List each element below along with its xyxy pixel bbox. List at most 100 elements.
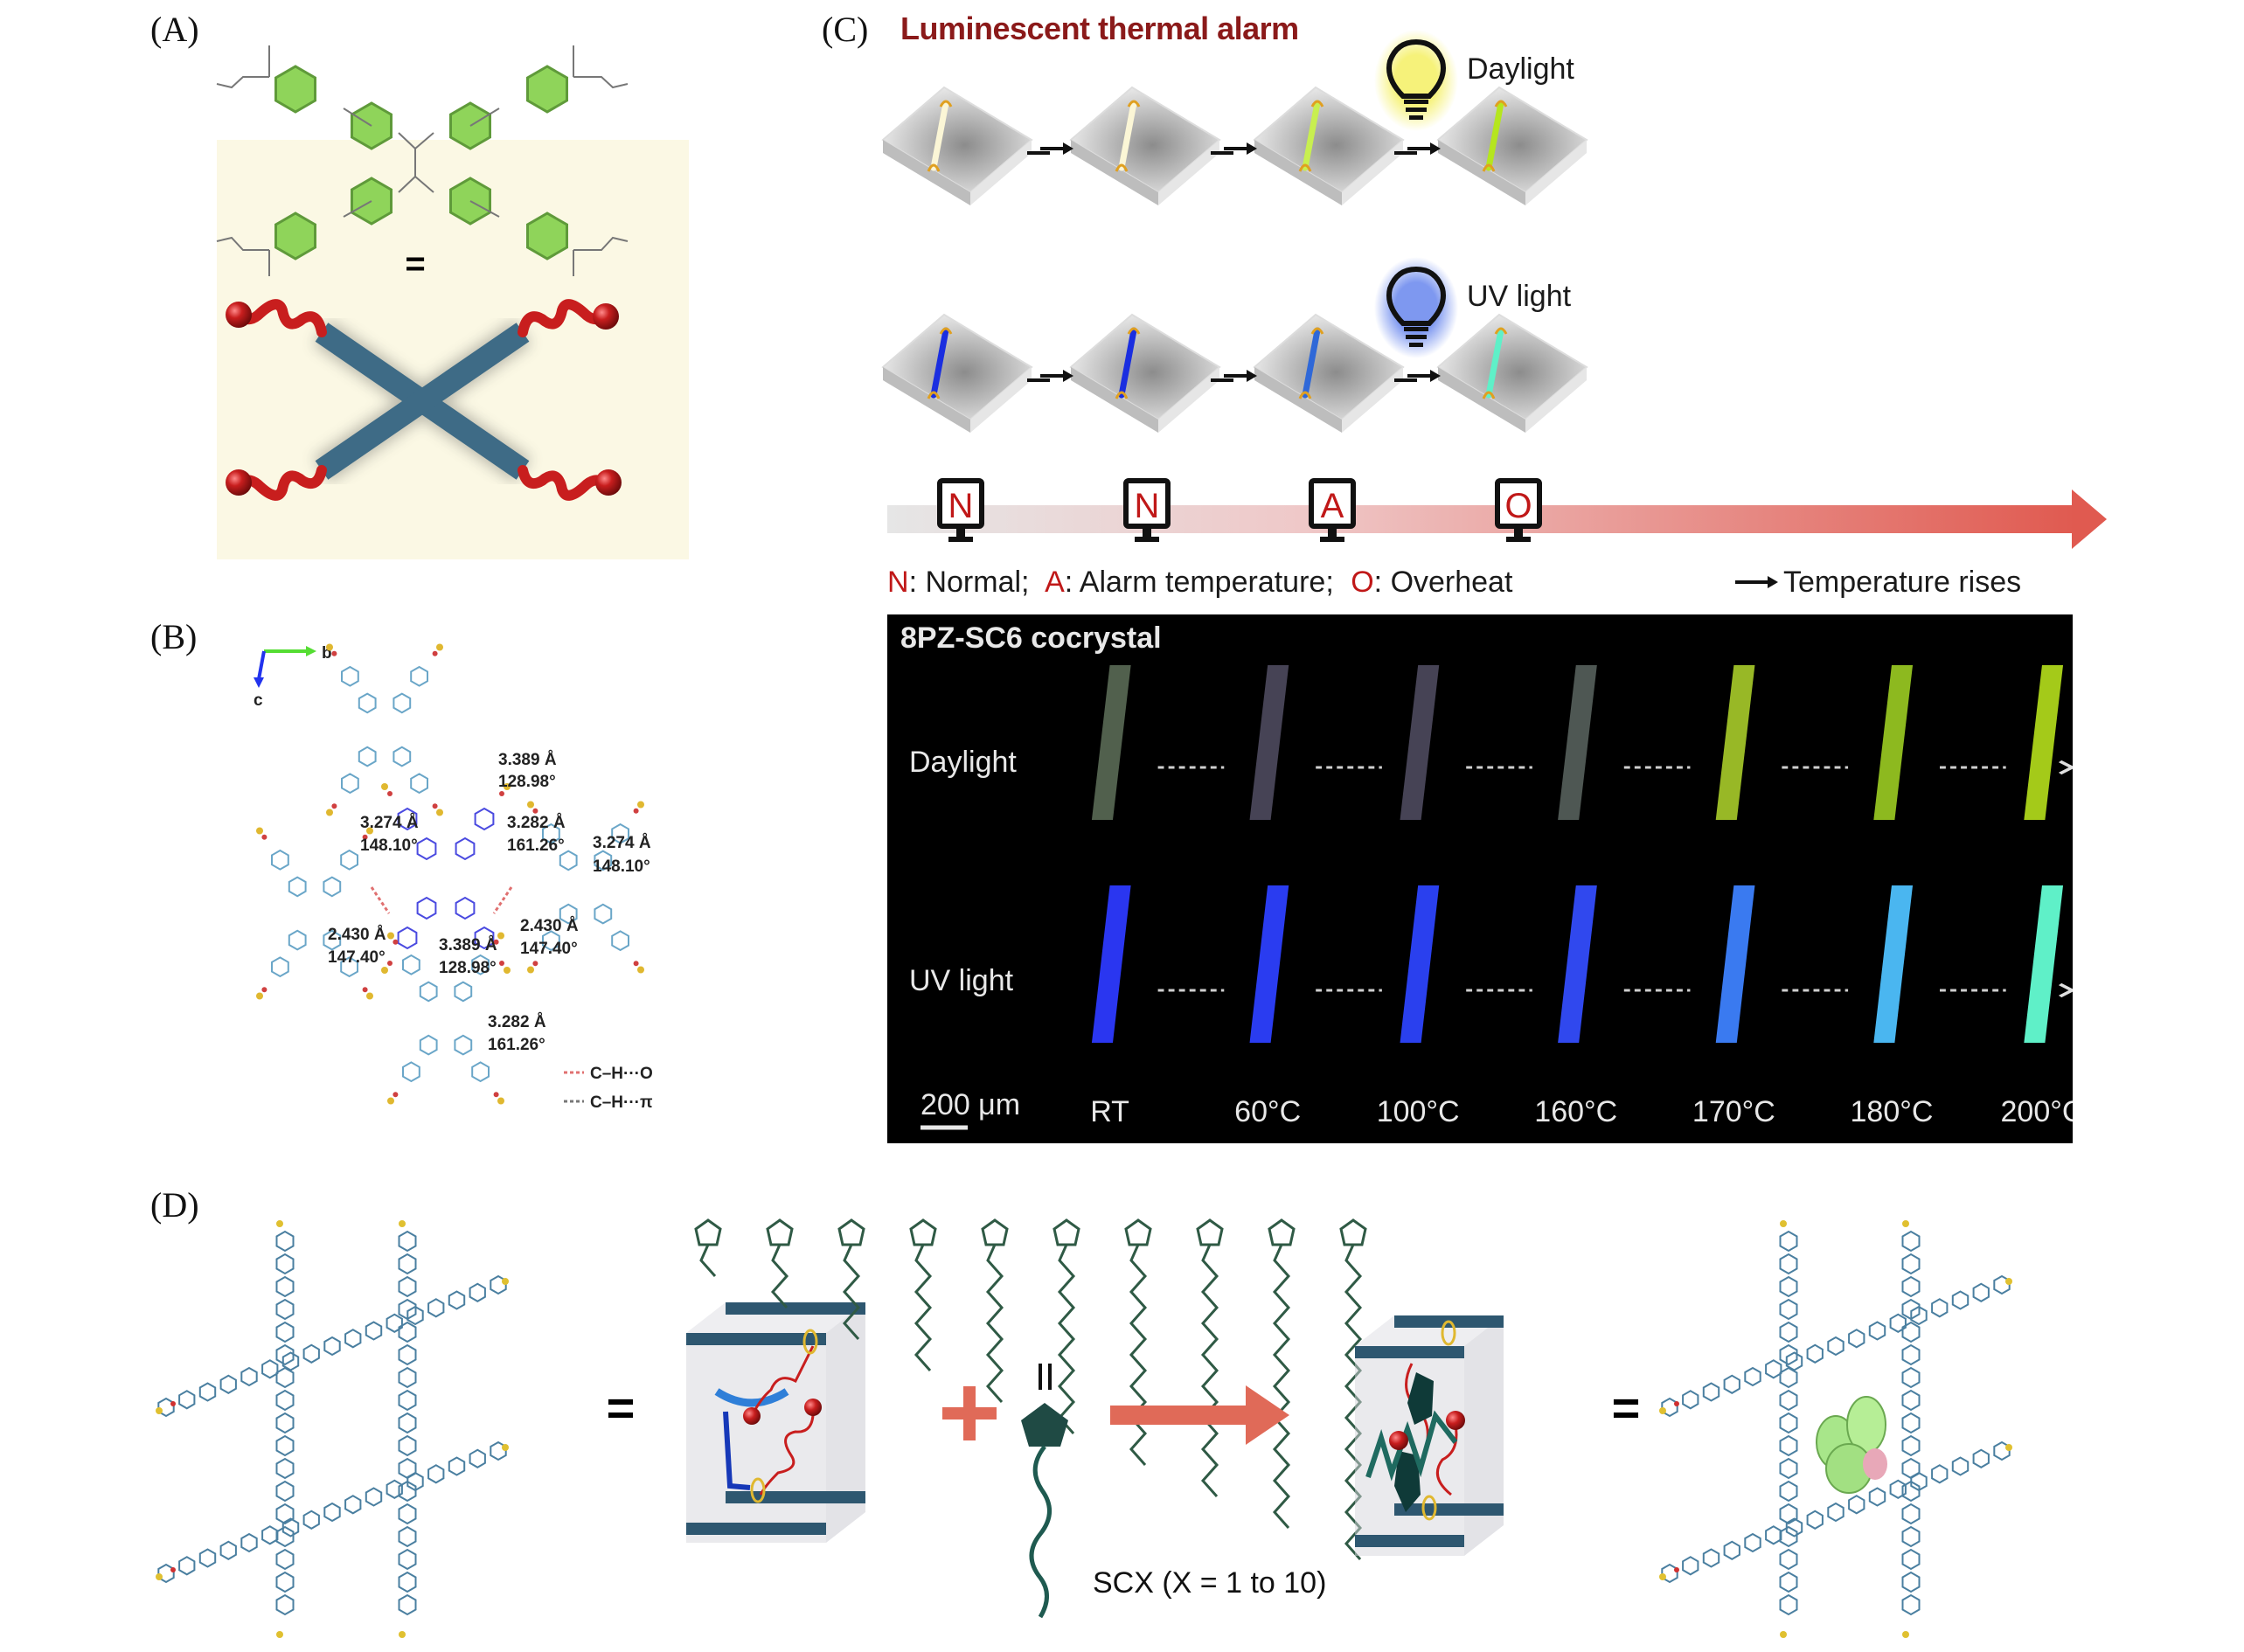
framework-ring [302, 1343, 320, 1364]
ring [611, 823, 629, 844]
framework-ring [1779, 1457, 1798, 1480]
framework-ring [1682, 1390, 1699, 1410]
framework-ring [240, 1366, 258, 1387]
crystal-rod [1485, 327, 1504, 399]
monitor-icon: O [1495, 478, 1542, 542]
thiophene-ring [981, 1218, 1009, 1246]
framework-ring [1901, 1457, 1921, 1480]
alkyl-chains [236, 299, 608, 501]
thermometer-device [1253, 313, 1405, 433]
benzene-ring [526, 65, 568, 114]
oxygen-atom [393, 939, 399, 945]
status-legend: N: Normal; A: Alarm temperature; O: Over… [887, 566, 2021, 599]
lightbulb-icon [1386, 38, 1446, 99]
device-side [1254, 367, 1342, 433]
framework-ring [275, 1571, 295, 1593]
legend-key-n: N [887, 566, 909, 599]
crystal-strips [1091, 665, 2073, 1043]
panel-a-molecule: = [199, 35, 706, 559]
framework-ring [1901, 1503, 1921, 1525]
framework-ring [275, 1503, 295, 1525]
monitor-neck [1514, 529, 1523, 538]
oxygen-atom [393, 1092, 399, 1098]
thiophene-ring [1196, 1218, 1224, 1246]
device-side [1438, 367, 1525, 433]
alkyl-chain [1200, 1244, 1219, 1497]
temperature-label: 180°C [1851, 1095, 1934, 1128]
framework-ring [275, 1412, 295, 1434]
device-top [1069, 86, 1221, 194]
ester-atom [497, 932, 504, 940]
device-side [1071, 140, 1158, 205]
ester-atom [326, 809, 333, 816]
oxygen-atom [362, 834, 368, 840]
alkyl-chain [770, 1244, 789, 1308]
panel-label-d: (D) [150, 1185, 199, 1225]
bonds [216, 45, 629, 276]
measurement-angle: 147.40° [328, 948, 386, 967]
monitor-neck [1143, 529, 1151, 538]
equals-sign: = [607, 1380, 636, 1435]
framework-ring [1785, 1351, 1803, 1371]
framework-ring [1972, 1448, 1990, 1468]
arm-bar [315, 323, 530, 480]
measurement-angle: 128.98° [439, 959, 497, 977]
arrow-head [2058, 760, 2073, 775]
electrode [1298, 163, 1312, 172]
framework-ring [178, 1390, 196, 1410]
framework-ring [1744, 1532, 1761, 1553]
measurement-distance: 3.389 Å [439, 936, 497, 954]
crystal-rod [1118, 327, 1137, 399]
ring [455, 896, 476, 920]
legend: C–H···O C–H···π [564, 1065, 653, 1112]
oxygen-atom [331, 803, 337, 809]
framework-ring [386, 1479, 403, 1499]
measurement-distance: 3.389 Å [498, 751, 557, 769]
framework-ring [398, 1593, 417, 1616]
panel-c-title: Luminescent thermal alarm [900, 10, 1299, 46]
framework-ring [1889, 1479, 1907, 1499]
monitor-icon: N [1123, 478, 1171, 542]
lightbulb-icon [1386, 266, 1446, 326]
ring [393, 746, 412, 767]
temperature-label: 100°C [1377, 1095, 1460, 1128]
panel-label-a: (A) [150, 10, 199, 49]
electrode [1482, 163, 1496, 172]
device-side [1438, 140, 1525, 205]
thermometer-device [1069, 313, 1221, 433]
panel-label-c: (C) [822, 10, 869, 49]
pentagon-head [1021, 1403, 1068, 1447]
host-guest-complex-cage [1355, 1315, 1504, 1556]
molecule [381, 783, 511, 974]
framework-ring [1779, 1480, 1798, 1503]
benzene-ring [274, 212, 316, 260]
framework-ring [1901, 1253, 1921, 1275]
terminal-atom [1659, 1407, 1666, 1414]
legend-text-alarm: : Alarm temperature; [1065, 566, 1334, 599]
framework-ring [275, 1389, 295, 1412]
legend-text-normal: : Normal; [909, 566, 1030, 599]
framework-left [156, 1220, 509, 1638]
arrow-head [1430, 142, 1441, 155]
terminal-atom [2005, 1278, 2012, 1285]
oxygen-atom [387, 791, 393, 796]
oxygen-atom [170, 1567, 176, 1572]
ring [559, 850, 578, 871]
framework-ring [1951, 1290, 1970, 1310]
framework-ring [1901, 1343, 1921, 1366]
ester-atom [387, 932, 394, 940]
framework-ring [398, 1343, 417, 1366]
uv-label: UV light [1467, 280, 1572, 313]
row-label-daylight: Daylight [909, 746, 1017, 779]
ch-o-contact [370, 886, 391, 914]
crystal-rod [930, 327, 949, 399]
oxygen-atom [387, 961, 393, 966]
oxygen-atom [532, 808, 538, 814]
framework-ring [365, 1321, 383, 1341]
panel-b-crystal-packing: b c 3.389 Å 128.98° 3.274 Å 148.10° 3.28… [210, 625, 717, 1132]
ring [340, 849, 358, 871]
device-side [970, 140, 1032, 205]
ring [559, 903, 578, 925]
